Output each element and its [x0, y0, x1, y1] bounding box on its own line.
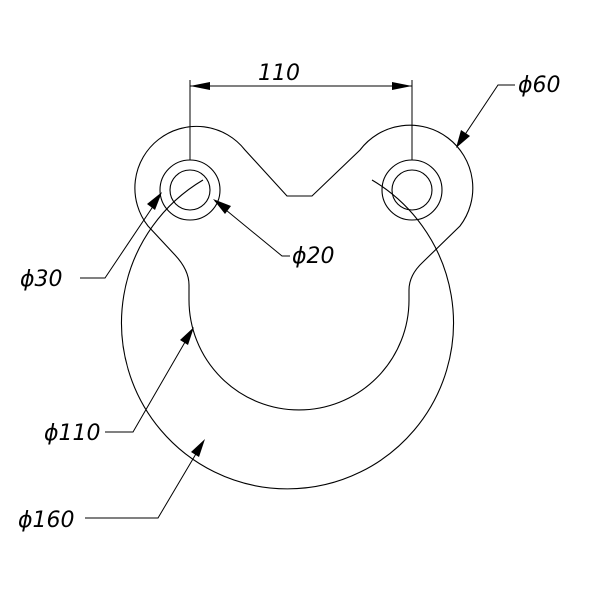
outer-ring-circle	[120, 179, 455, 490]
outer-ring-leader	[85, 441, 204, 519]
lug-plate-outline	[134, 124, 474, 300]
center-distance-arrow-right	[392, 82, 412, 90]
inner-ring-leader	[105, 329, 193, 433]
right-lug-boss	[381, 159, 443, 221]
outer-ring-arrow	[191, 439, 205, 457]
center-distance-label: 110	[258, 61, 300, 86]
left-lug-boss	[159, 159, 221, 221]
lug-outer-label: ϕ60	[518, 73, 561, 98]
lug-boss-leader	[80, 195, 161, 279]
inner-ring-arrow	[180, 327, 194, 345]
outer-ring-label: ϕ160	[18, 508, 75, 533]
inner-ring-label: ϕ110	[44, 421, 101, 446]
hole-leader	[214, 200, 290, 257]
center-distance-arrow-left	[190, 82, 210, 90]
inner-ring-circle	[188, 299, 410, 411]
lug-outer-arrow	[456, 130, 470, 148]
lug-outer-leader	[457, 84, 515, 146]
lug-boss-arrow	[147, 192, 162, 210]
right-lug-hole	[391, 169, 433, 211]
hole-arrow	[213, 199, 231, 214]
hole-label: ϕ20	[292, 244, 335, 269]
lug-boss-label: ϕ30	[20, 267, 63, 292]
left-lug-hole	[169, 169, 211, 211]
